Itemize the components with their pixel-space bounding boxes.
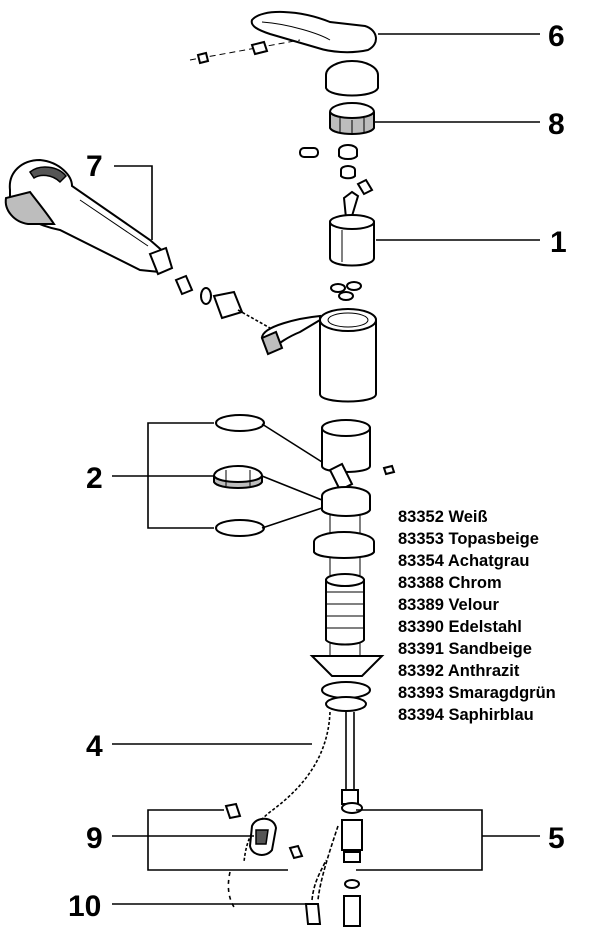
hose-fittings xyxy=(174,274,271,329)
callout-5: 5 xyxy=(548,822,565,855)
small-seals xyxy=(299,144,374,196)
connection-fittings xyxy=(317,802,363,927)
color-variant-item: 83390 Edelstahl xyxy=(398,618,522,636)
color-variant-item: 83388 Chrom xyxy=(398,574,502,592)
upper-sleeve xyxy=(321,419,396,492)
color-variant-item: 83393 Smaragdgrün xyxy=(398,684,556,702)
callout-1: 1 xyxy=(550,226,567,259)
color-variant-item: 83392 Anthrazit xyxy=(398,662,520,680)
leader-lines xyxy=(112,33,540,905)
callout-9: 9 xyxy=(86,822,103,855)
color-variant-item: 83353 Topasbeige xyxy=(398,530,539,548)
callout-7: 7 xyxy=(86,150,103,183)
color-variant-list: 83352 Weiß 83353 Topasbeige 83354 Achatg… xyxy=(398,508,556,724)
supply-rods xyxy=(341,712,359,805)
lever-handle xyxy=(250,11,377,54)
hose-end xyxy=(227,859,327,925)
o-ring-bottom xyxy=(215,519,265,537)
spray-head xyxy=(4,158,174,276)
retaining-ring xyxy=(213,465,263,489)
bonnet-nut xyxy=(329,102,375,135)
color-variant-item: 83389 Velour xyxy=(398,596,499,614)
color-variant-item: 83354 Achatgrau xyxy=(398,552,529,570)
mounting-stack xyxy=(309,486,385,712)
cartridge-seals xyxy=(330,281,362,301)
callout-8: 8 xyxy=(548,108,565,141)
pull-out-hose xyxy=(243,711,331,863)
callout-10: 10 xyxy=(68,890,101,923)
color-variant-item: 83394 Saphirblau xyxy=(398,706,534,724)
callout-6: 6 xyxy=(548,20,565,53)
color-variant-item: 83352 Weiß xyxy=(398,508,488,526)
color-variant-item: 83391 Sandbeige xyxy=(398,640,532,658)
hose-weight xyxy=(224,802,304,860)
callout-2: 2 xyxy=(86,462,103,495)
handle-cap xyxy=(325,60,379,97)
faucet-body xyxy=(260,308,377,403)
cartridge xyxy=(329,190,375,267)
callout-4: 4 xyxy=(86,730,103,763)
o-ring-top xyxy=(215,414,265,432)
handle-screw xyxy=(189,39,301,65)
